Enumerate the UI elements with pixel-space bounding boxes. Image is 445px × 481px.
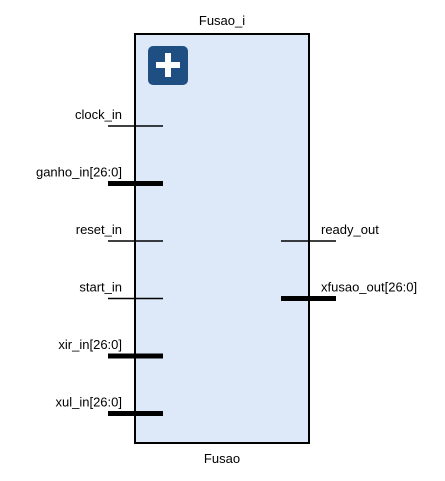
module-block[interactable] <box>134 33 310 444</box>
expand-button[interactable] <box>148 46 188 85</box>
input-port-label-reset-in: reset_in <box>76 222 122 237</box>
output-port-label-xfusao-out: xfusao_out[26:0] <box>321 280 417 295</box>
ports: clock_in ganho_in[26:0] reset_in start_inxi… <box>36 107 417 416</box>
input-port-label-xir-in: xir_in[26:0] <box>58 337 122 352</box>
input-port-label-clock-in: clock_in <box>75 107 122 122</box>
instance-name: Fusao_i <box>199 13 245 28</box>
input-port-label-xul-in: xul_in[26:0] <box>56 395 123 410</box>
output-port-label-ready-out: ready_out <box>321 222 379 237</box>
module-name: Fusao <box>204 451 240 466</box>
input-port-label-ganho-in: ganho_in[26:0] <box>36 165 122 180</box>
plus-icon-vertical-bar <box>165 53 171 77</box>
input-port-label-start-in: start_in <box>79 280 122 295</box>
